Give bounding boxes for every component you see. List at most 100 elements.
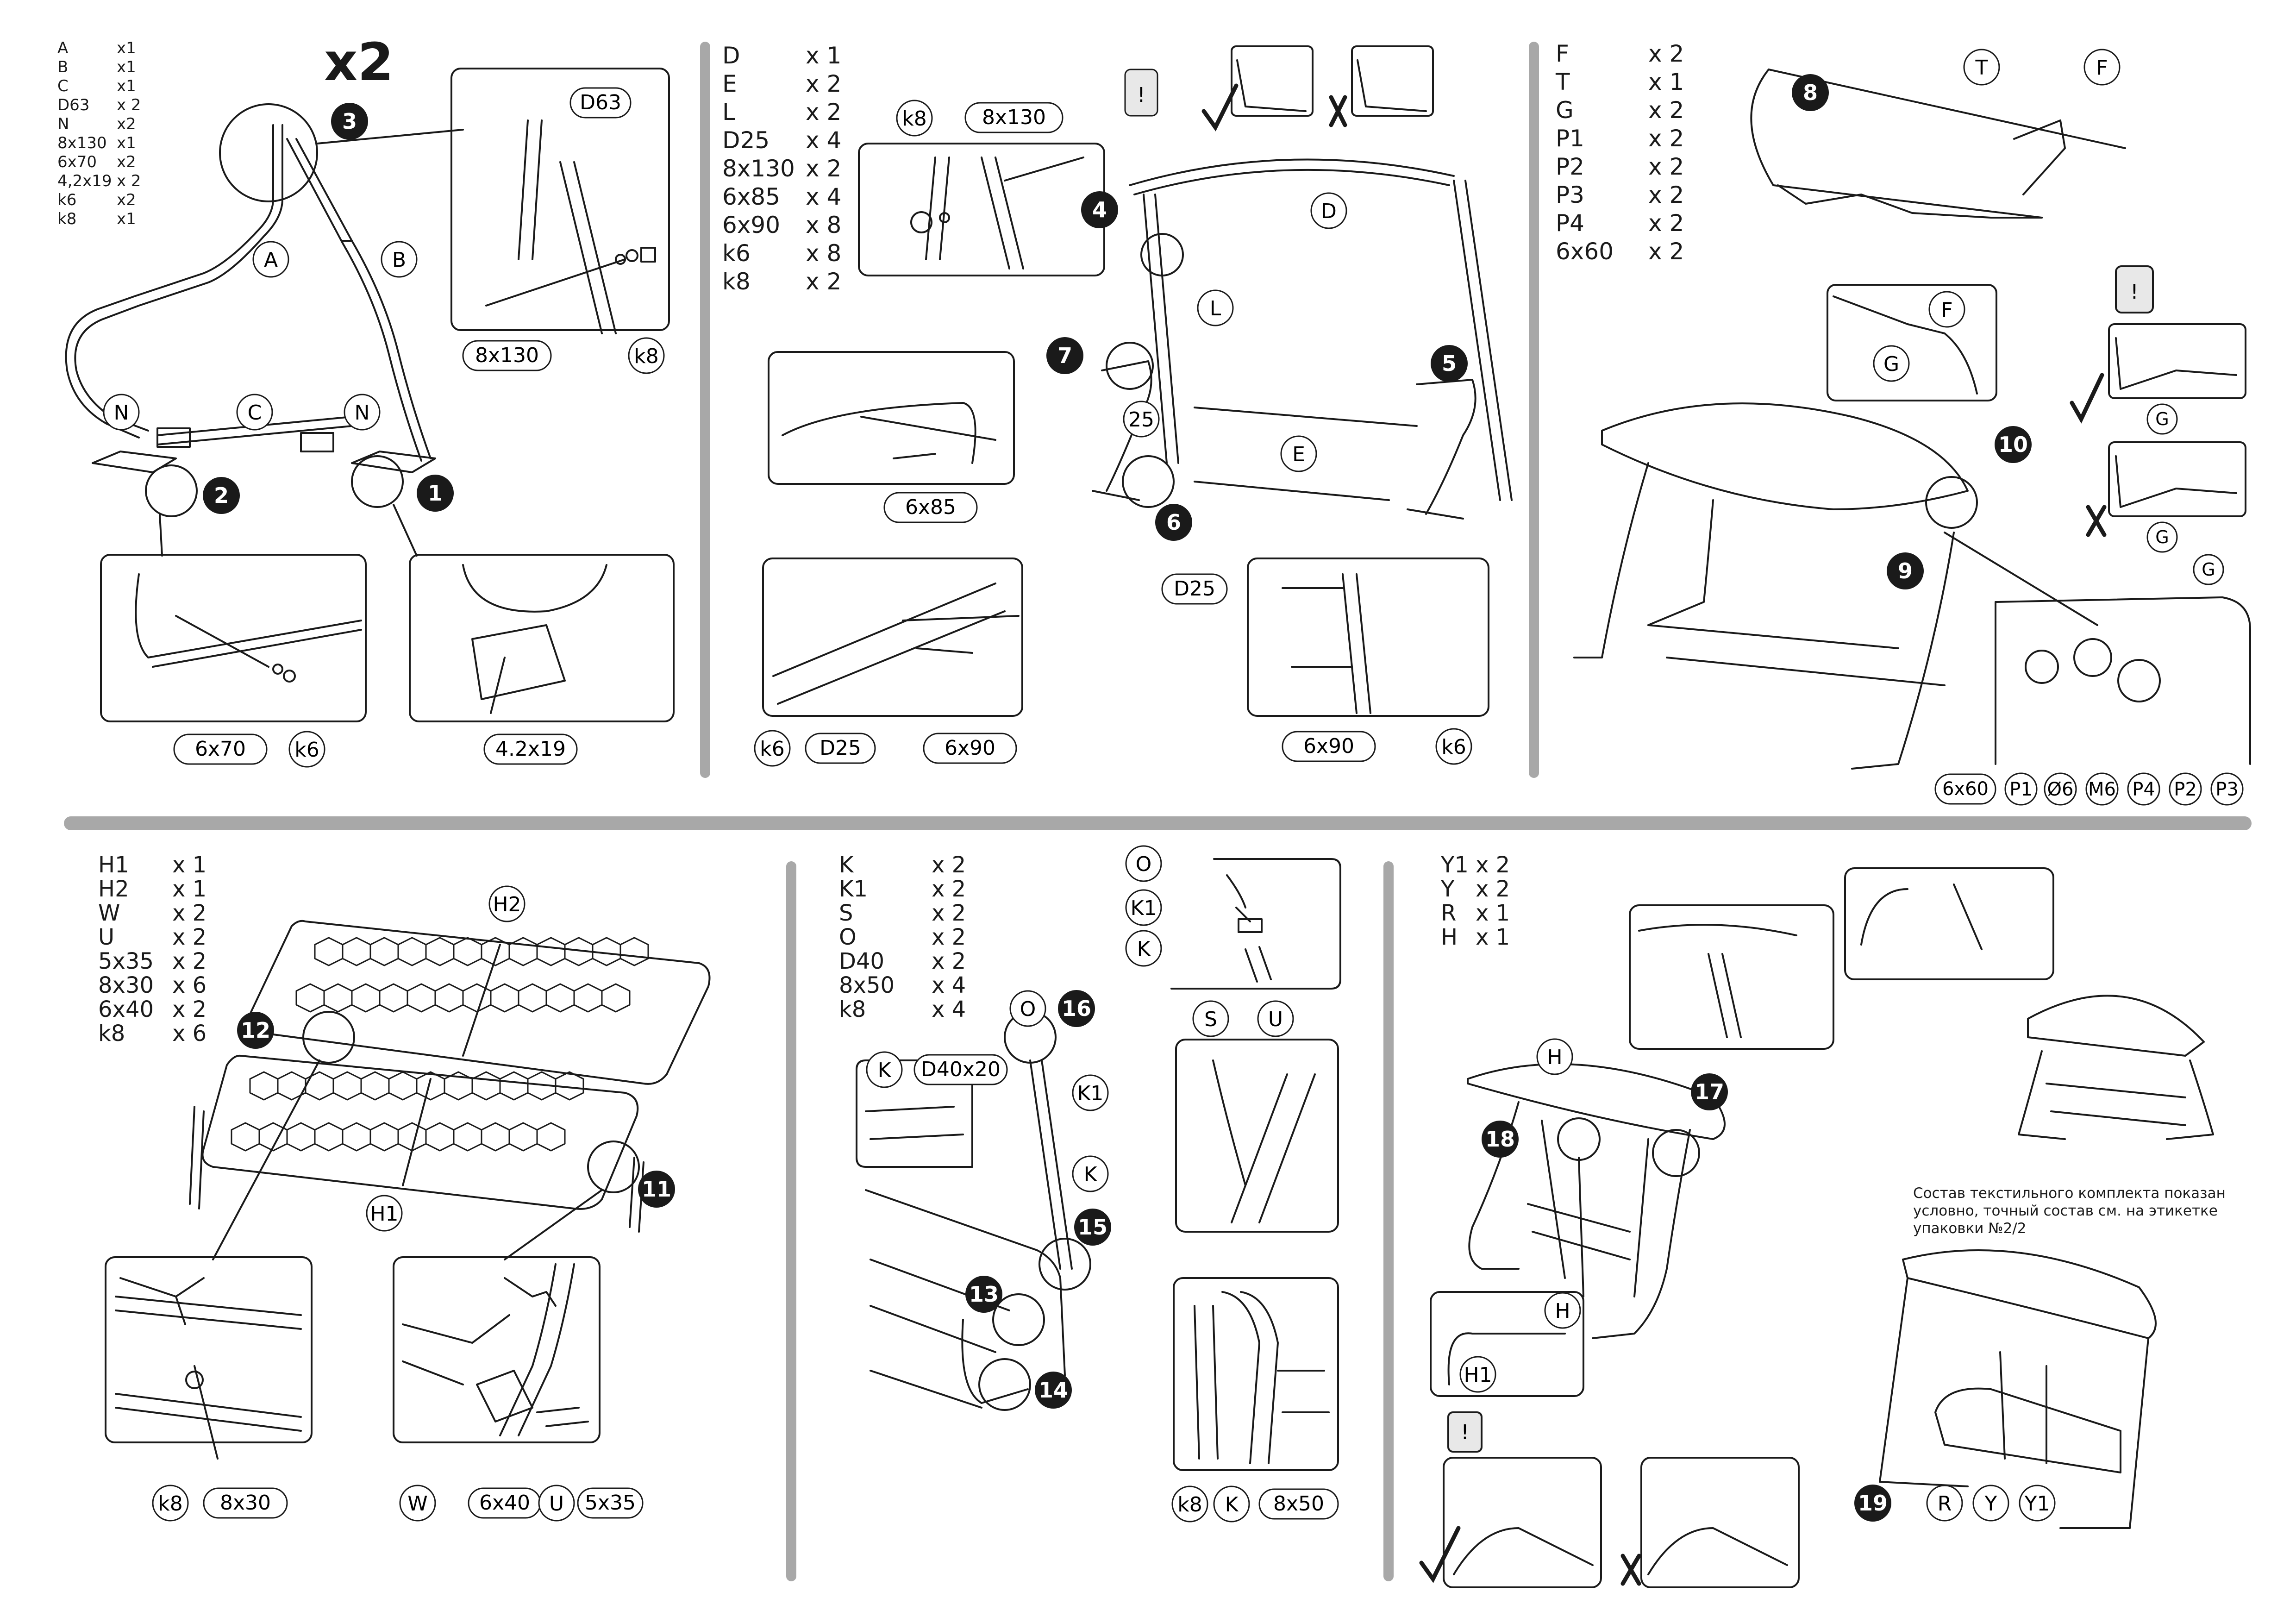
check-mark-icon: [2070, 373, 2104, 424]
step-1: 1: [428, 481, 443, 506]
svg-text:6x90: 6x90: [1303, 734, 1354, 758]
panel-6-labels: ! H H H1 R Y Y1: [1459, 1038, 2056, 1522]
panel-6-steps: 17 18 19: [1482, 1073, 1891, 1522]
svg-text:19: 19: [1858, 1491, 1888, 1516]
label-D63-text: D63: [580, 91, 621, 114]
panel-4-steps: 11 12: [237, 1012, 675, 1208]
label-8x130-text: 8x130: [475, 344, 539, 367]
svg-text:H1: H1: [370, 1202, 398, 1226]
svg-text:S: S: [1204, 1008, 1217, 1031]
label-N-right-text: N: [355, 401, 370, 425]
svg-text:K: K: [1084, 1163, 1098, 1186]
cross-mark-icon: [1620, 1554, 1641, 1586]
step-3: 3: [342, 109, 357, 134]
svg-text:P2: P2: [2174, 779, 2197, 800]
svg-text:K1: K1: [1131, 896, 1157, 920]
label-k6-text: k6: [294, 738, 319, 762]
svg-text:O: O: [1020, 997, 1036, 1021]
svg-text:7: 7: [1057, 343, 1072, 368]
panel-4: [105, 920, 711, 1460]
svg-text:P1: P1: [2009, 779, 2033, 800]
svg-text:D: D: [1321, 200, 1337, 223]
panel-2-steps: 4 5 6 7: [1046, 191, 1468, 541]
svg-text:U: U: [549, 1492, 564, 1516]
svg-text:Y1: Y1: [2024, 1492, 2050, 1516]
panel-2-labels: ! k8 8x130 D L 25 E 6x85 k6 D25 6x90 D25…: [754, 69, 1472, 767]
warning-icon: !: [1137, 83, 1145, 107]
svg-text:6: 6: [1166, 510, 1181, 535]
panel-6-marks: [1419, 1526, 1641, 1586]
svg-text:15: 15: [1078, 1215, 1107, 1240]
label-A-text: A: [264, 248, 278, 272]
panel-3-marks: [2070, 373, 2107, 537]
panel-5-labels: O K1 K O K D40x20 K1 K S U k8 K 8x50: [866, 845, 1339, 1523]
svg-text:H: H: [1547, 1046, 1562, 1069]
svg-text:D25: D25: [1174, 577, 1215, 601]
textile-note: Состав текстильного комплекта показан ус…: [1913, 1185, 2226, 1237]
label-C-text: C: [248, 401, 262, 425]
svg-text:P4: P4: [2132, 779, 2155, 800]
svg-text:Ø6: Ø6: [2047, 779, 2074, 800]
svg-text:5: 5: [1442, 351, 1457, 376]
svg-text:P3: P3: [2215, 779, 2239, 800]
svg-text:G: G: [1883, 352, 1899, 376]
svg-text:k8: k8: [902, 107, 926, 131]
panel-3: [1573, 69, 2251, 770]
label-B-text: B: [392, 248, 406, 272]
cross-mark-icon: [1329, 95, 1347, 127]
panel-dividers: [64, 42, 2252, 1581]
svg-text:D25: D25: [820, 736, 861, 760]
svg-text:8: 8: [1803, 80, 1818, 105]
label-N-left-text: N: [114, 401, 129, 425]
svg-text:13: 13: [969, 1282, 999, 1307]
svg-text:6x60: 6x60: [1942, 778, 1989, 800]
label-6x70-text: 6x70: [195, 737, 246, 761]
svg-text:6x85: 6x85: [905, 495, 956, 519]
svg-text:17: 17: [1695, 1079, 1724, 1104]
panel-2: [762, 45, 1513, 717]
svg-text:K: K: [1225, 1493, 1239, 1516]
panel-4-labels: H2 H1 k8 8x30 W 6x40 U 5x35: [152, 885, 644, 1522]
svg-text:25: 25: [1128, 408, 1154, 432]
svg-text:5x35: 5x35: [585, 1491, 636, 1515]
svg-text:k6: k6: [1441, 735, 1466, 759]
svg-text:G: G: [2202, 559, 2215, 580]
panel-3-steps: 8 9 10: [1792, 74, 2032, 589]
step-2: 2: [214, 483, 229, 508]
svg-text:k6: k6: [760, 737, 784, 761]
svg-text:G: G: [2155, 409, 2169, 429]
panel-3-labels: ! T F F G G G G 6x60 P1 Ø6 M6 P4 P2 P3: [1873, 49, 2244, 806]
svg-text:11: 11: [642, 1177, 671, 1202]
svg-text:10: 10: [1998, 432, 2028, 457]
svg-text:H1: H1: [1464, 1363, 1492, 1387]
warning-icon: !: [1461, 1421, 1469, 1444]
panel-1-steps: 3 2 1: [203, 103, 454, 514]
svg-text:18: 18: [1485, 1127, 1515, 1152]
svg-text:4: 4: [1092, 197, 1107, 222]
panel-2-marks: [1201, 83, 1347, 132]
svg-text:T: T: [1975, 56, 1988, 80]
svg-text:W: W: [407, 1492, 428, 1516]
svg-text:K: K: [878, 1059, 892, 1082]
svg-text:K1: K1: [1077, 1082, 1104, 1105]
svg-text:M6: M6: [2088, 779, 2116, 800]
svg-text:D40x20: D40x20: [921, 1058, 1001, 1081]
svg-text:L: L: [1210, 297, 1221, 320]
panel-1: [65, 68, 675, 722]
svg-text:8x30: 8x30: [220, 1491, 271, 1515]
label-A: [252, 241, 289, 278]
label-4.2x19-text: 4.2x19: [495, 737, 566, 761]
svg-text:O: O: [1136, 852, 1152, 876]
svg-text:12: 12: [241, 1018, 270, 1043]
svg-text:G: G: [2155, 527, 2169, 547]
svg-text:U: U: [1268, 1008, 1283, 1031]
check-mark-icon: [1201, 83, 1239, 132]
svg-text:Y: Y: [1984, 1492, 1997, 1516]
